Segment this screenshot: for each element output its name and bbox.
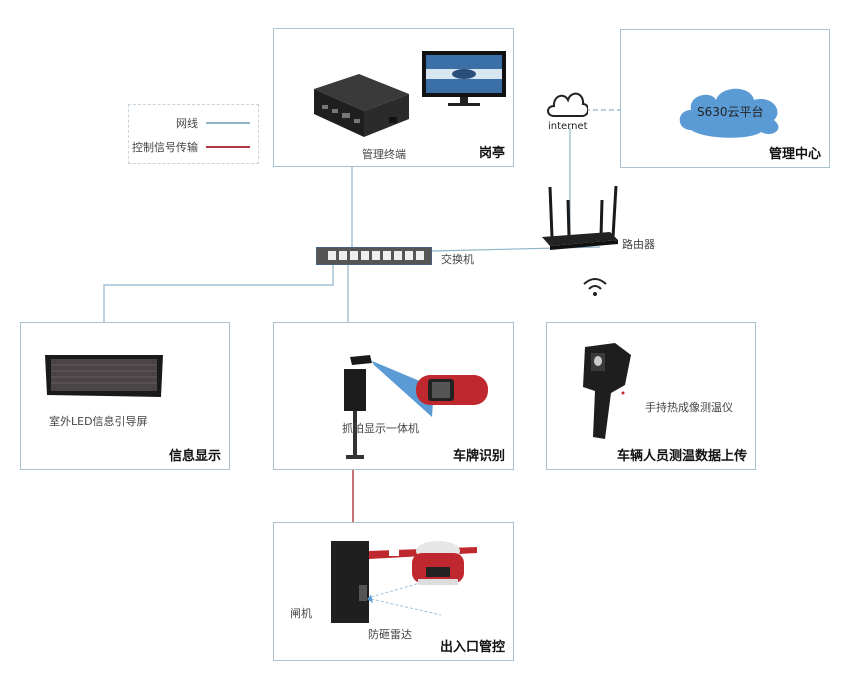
legend-swatch-control	[206, 146, 250, 148]
switch-icon	[316, 247, 432, 265]
thermal-camera-icon	[583, 343, 631, 439]
internet-label: internet	[548, 121, 588, 132]
line-switch-led	[103, 262, 334, 348]
section-guard-booth: 管理终端 岗亭	[273, 28, 514, 167]
section-info-display: 室外LED信息引导屏 信息显示	[20, 322, 230, 470]
section-title: 信息显示	[168, 449, 221, 464]
router-label: 路由器	[622, 238, 655, 251]
anti-collision-radar-label: 防砸雷达	[368, 628, 412, 641]
section-title: 管理中心	[768, 147, 821, 162]
led-screen-label: 室外LED信息引导屏	[49, 415, 148, 428]
section-temperature-upload: 手持热成像测温仪 车辆人员测温数据上传	[546, 322, 756, 470]
router-icon	[542, 185, 618, 250]
section-management-center: S630云平台 管理中心	[620, 29, 830, 168]
cloud-platform-label: S630云平台	[697, 105, 764, 119]
led-screen-icon	[45, 355, 163, 397]
capture-display-unit-label: 抓拍显示一体机	[342, 422, 419, 435]
cloud-platform-icon	[679, 88, 779, 138]
car-top-view-icon	[416, 375, 488, 405]
section-title: 岗亭	[478, 146, 505, 161]
management-terminal-icon	[314, 74, 409, 137]
section-title: 出入口管控	[439, 640, 505, 655]
section-title: 车牌识别	[452, 449, 505, 464]
legend-swatch-network	[206, 122, 250, 124]
internet-cloud-icon	[547, 92, 588, 117]
switch-label: 交换机	[441, 253, 474, 266]
management-terminal-label: 管理终端	[362, 148, 406, 161]
legend: 网线 控制信号传输	[128, 104, 259, 164]
section-title: 车辆人员测温数据上传	[616, 449, 747, 464]
section-entrance-control: 闸机 防砸雷达 出入口管控	[273, 522, 514, 661]
section-plate-recognition: 抓拍显示一体机 车牌识别	[273, 322, 514, 470]
wifi-icon	[583, 278, 607, 296]
car-front-view-icon	[412, 541, 464, 585]
capture-display-unit-icon	[344, 355, 434, 459]
barrier-gate-icon	[331, 541, 477, 623]
thermal-camera-label: 手持热成像测温仪	[645, 401, 733, 414]
legend-item-network: 网线	[176, 115, 250, 131]
legend-item-control: 控制信号传输	[132, 139, 250, 155]
gate-label: 闸机	[290, 607, 312, 620]
monitor-icon	[422, 51, 506, 106]
